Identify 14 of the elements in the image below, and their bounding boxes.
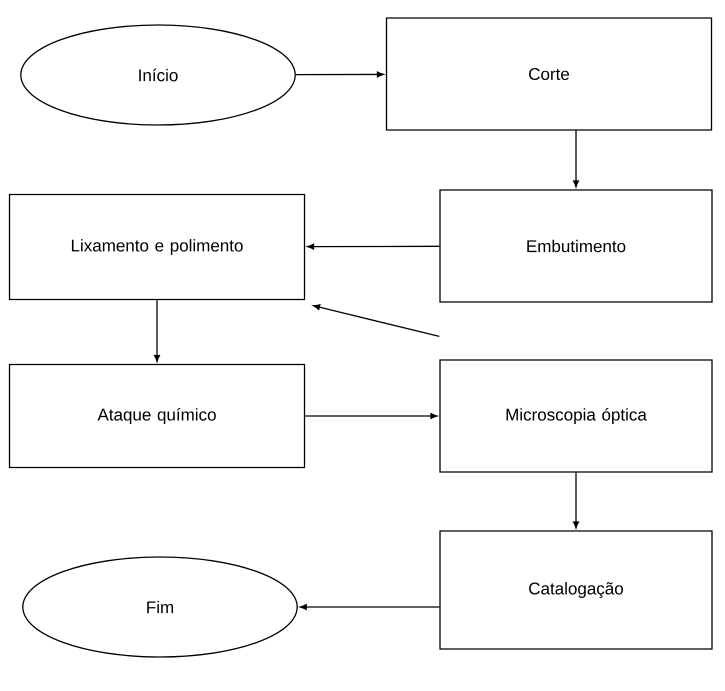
arrow xyxy=(307,244,440,250)
arrow xyxy=(573,472,579,528)
arrow xyxy=(313,304,440,337)
arrow xyxy=(296,71,384,78)
process-box: Catalogação xyxy=(439,530,713,650)
arrow xyxy=(305,413,438,419)
process-box: Corte xyxy=(386,17,712,131)
process-box: Embutimento xyxy=(439,189,713,303)
arrow xyxy=(154,300,160,362)
process-box: Lixamento e polimento xyxy=(8,194,306,300)
process-box: Ataque químico xyxy=(8,364,306,468)
arrow xyxy=(573,130,579,188)
arrow xyxy=(300,604,440,610)
process-box: Microscopia óptica xyxy=(439,359,713,473)
